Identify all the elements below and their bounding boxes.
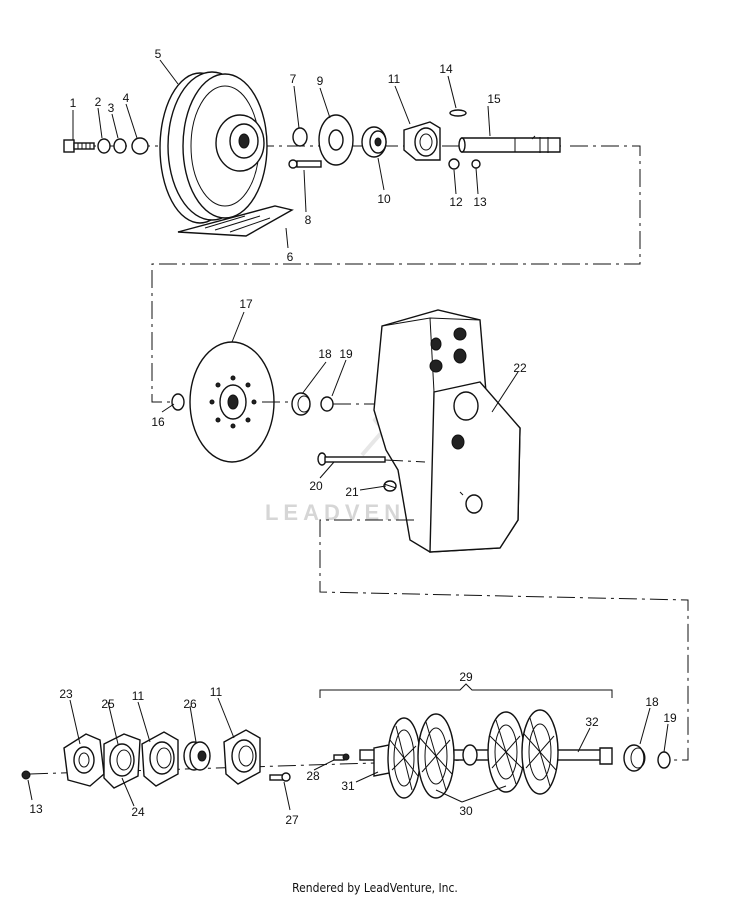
callout-8: 8 [305, 213, 312, 227]
screw-part-8 [288, 159, 322, 169]
callout-12: 12 [449, 195, 463, 209]
callout-31: 31 [341, 779, 355, 793]
callout-1: 1 [70, 96, 77, 110]
callout-labels: 1 2 3 4 5 6 7 8 9 10 11 12 13 14 15 16 1… [29, 47, 677, 827]
disc-part-17 [189, 341, 275, 463]
callout-6: 6 [287, 250, 294, 264]
belt-texture [204, 215, 271, 233]
auger-rotor-3 [487, 711, 525, 793]
callout-2: 2 [95, 95, 102, 109]
shaft-part-15 [458, 135, 561, 153]
leader-lines [27, 59, 669, 811]
key-part-14 [449, 109, 467, 117]
washer-part-2 [97, 138, 111, 154]
spacer-part-4 [131, 137, 149, 155]
bearing-part-18b [623, 744, 646, 772]
auger-hub [462, 744, 478, 766]
callout-13-top: 13 [473, 195, 487, 209]
callout-32: 32 [585, 715, 599, 729]
auger-rotor-1 [387, 717, 421, 799]
callout-18-mid: 18 [318, 347, 332, 361]
callout-26: 26 [183, 697, 197, 711]
callout-11-bottom-a: 11 [132, 689, 145, 703]
ring-part-19 [320, 396, 334, 412]
bearing-part-26 [183, 741, 211, 771]
nut-part-13b [21, 770, 31, 780]
callout-29: 29 [459, 670, 473, 684]
callout-19-mid: 19 [339, 347, 353, 361]
washer-part-3 [113, 138, 127, 154]
callout-9: 9 [317, 74, 324, 88]
callout-30: 30 [459, 804, 473, 818]
callout-10: 10 [377, 192, 391, 206]
flange-plate-part-11 [403, 121, 441, 161]
footer-credit: Rendered by LeadVenture, Inc. [292, 881, 458, 895]
ring-part-19b [657, 751, 671, 769]
callout-14: 14 [439, 62, 453, 76]
auger-rotor-2 [417, 713, 455, 799]
callout-21: 21 [345, 485, 359, 499]
callout-28: 28 [306, 769, 320, 783]
washer-part-13 [471, 159, 481, 169]
bolt-part-20 [317, 452, 426, 466]
gearbox-housing-part-22 [373, 309, 521, 553]
flange-part-24 [103, 733, 141, 789]
auger-assembly-part-29 [359, 709, 613, 799]
callout-7: 7 [290, 72, 297, 86]
callout-13-bottom: 13 [29, 802, 43, 816]
bearing-part-10 [361, 126, 387, 158]
callout-27: 27 [285, 813, 299, 827]
callout-3: 3 [108, 101, 115, 115]
flange-plate-part-11c [223, 729, 261, 785]
bolt-part-1 [63, 139, 95, 153]
plate-part-23 [63, 733, 105, 787]
nut-part-12 [448, 158, 460, 170]
pulley-part-5 [159, 71, 268, 224]
pin-part-28 [333, 753, 350, 761]
callout-17: 17 [239, 297, 253, 311]
callout-18-bottom: 18 [645, 695, 659, 709]
washer-part-7 [292, 127, 308, 147]
callout-5: 5 [155, 47, 162, 61]
callout-20: 20 [309, 479, 323, 493]
callout-19-bottom: 19 [663, 711, 677, 725]
assembly-bracket-29 [319, 683, 613, 698]
callout-15: 15 [487, 92, 501, 106]
belt-part-6 [177, 205, 294, 237]
auger-rotor-4 [521, 709, 559, 795]
callout-22: 22 [513, 361, 527, 375]
callout-11-top: 11 [388, 72, 401, 86]
screw-part-27 [269, 772, 291, 782]
flange-part-9 [318, 114, 354, 166]
callout-24: 24 [131, 805, 145, 819]
callout-25: 25 [101, 697, 115, 711]
connector-line-2 [319, 519, 689, 761]
flange-plate-part-11b [141, 731, 179, 787]
callout-11-bottom-b: 11 [210, 685, 223, 699]
connector-line-1 [151, 145, 641, 403]
bearing-part-18 [291, 392, 311, 416]
callout-23: 23 [59, 687, 73, 701]
callout-4: 4 [123, 91, 130, 105]
callout-16: 16 [151, 415, 165, 429]
ring-part-16 [171, 393, 185, 411]
